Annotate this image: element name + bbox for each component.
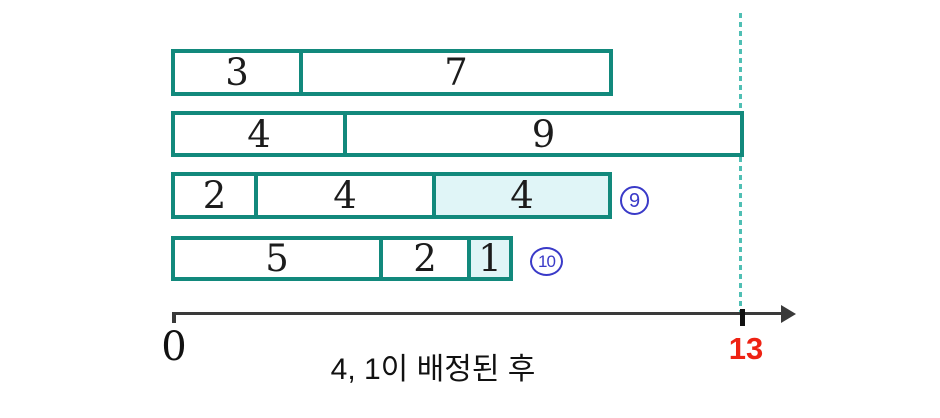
circled-number-badge-9: 9 [620, 186, 649, 215]
segment-value: 9 [531, 112, 556, 156]
reference-dashed-line [739, 13, 742, 313]
bar-row2-segment1: 4 [171, 111, 347, 157]
bar-row3-segment3-highlighted: 4 [432, 172, 612, 219]
bar-row3-segment2: 4 [254, 172, 436, 219]
segment-value: 7 [444, 51, 468, 94]
segment-value: 4 [247, 112, 271, 156]
bar-row4-segment2: 2 [379, 236, 471, 281]
circled-number-badge-10: 10 [530, 247, 563, 276]
segment-value: 2 [413, 237, 437, 280]
bar-row4-segment3-highlighted: 1 [467, 236, 513, 281]
bar-row3-segment1: 2 [171, 172, 258, 219]
badge-value: 9 [628, 189, 641, 212]
segment-value: 2 [202, 174, 227, 217]
x-axis-label-13: 13 [728, 331, 764, 366]
bar-row2-segment2: 9 [343, 111, 744, 157]
x-axis-arrowhead-icon [781, 305, 796, 323]
segment-value: 1 [478, 237, 502, 280]
x-axis-label-0: 0 [161, 324, 187, 370]
x-axis-line [172, 312, 784, 315]
segment-value: 3 [225, 51, 249, 94]
bar-row1-segment2: 7 [299, 49, 613, 96]
x-axis-origin-tick [172, 312, 176, 323]
segment-value: 4 [510, 174, 534, 217]
figure-caption: 4, 1이 배정된 후 [330, 353, 536, 386]
badge-value: 10 [538, 252, 556, 271]
bar-row1-segment1: 3 [171, 49, 303, 96]
bar-row4-segment1: 5 [171, 236, 383, 281]
segment-value: 5 [265, 237, 289, 280]
x-axis-tick-13 [740, 309, 745, 326]
segment-value: 4 [333, 174, 357, 217]
